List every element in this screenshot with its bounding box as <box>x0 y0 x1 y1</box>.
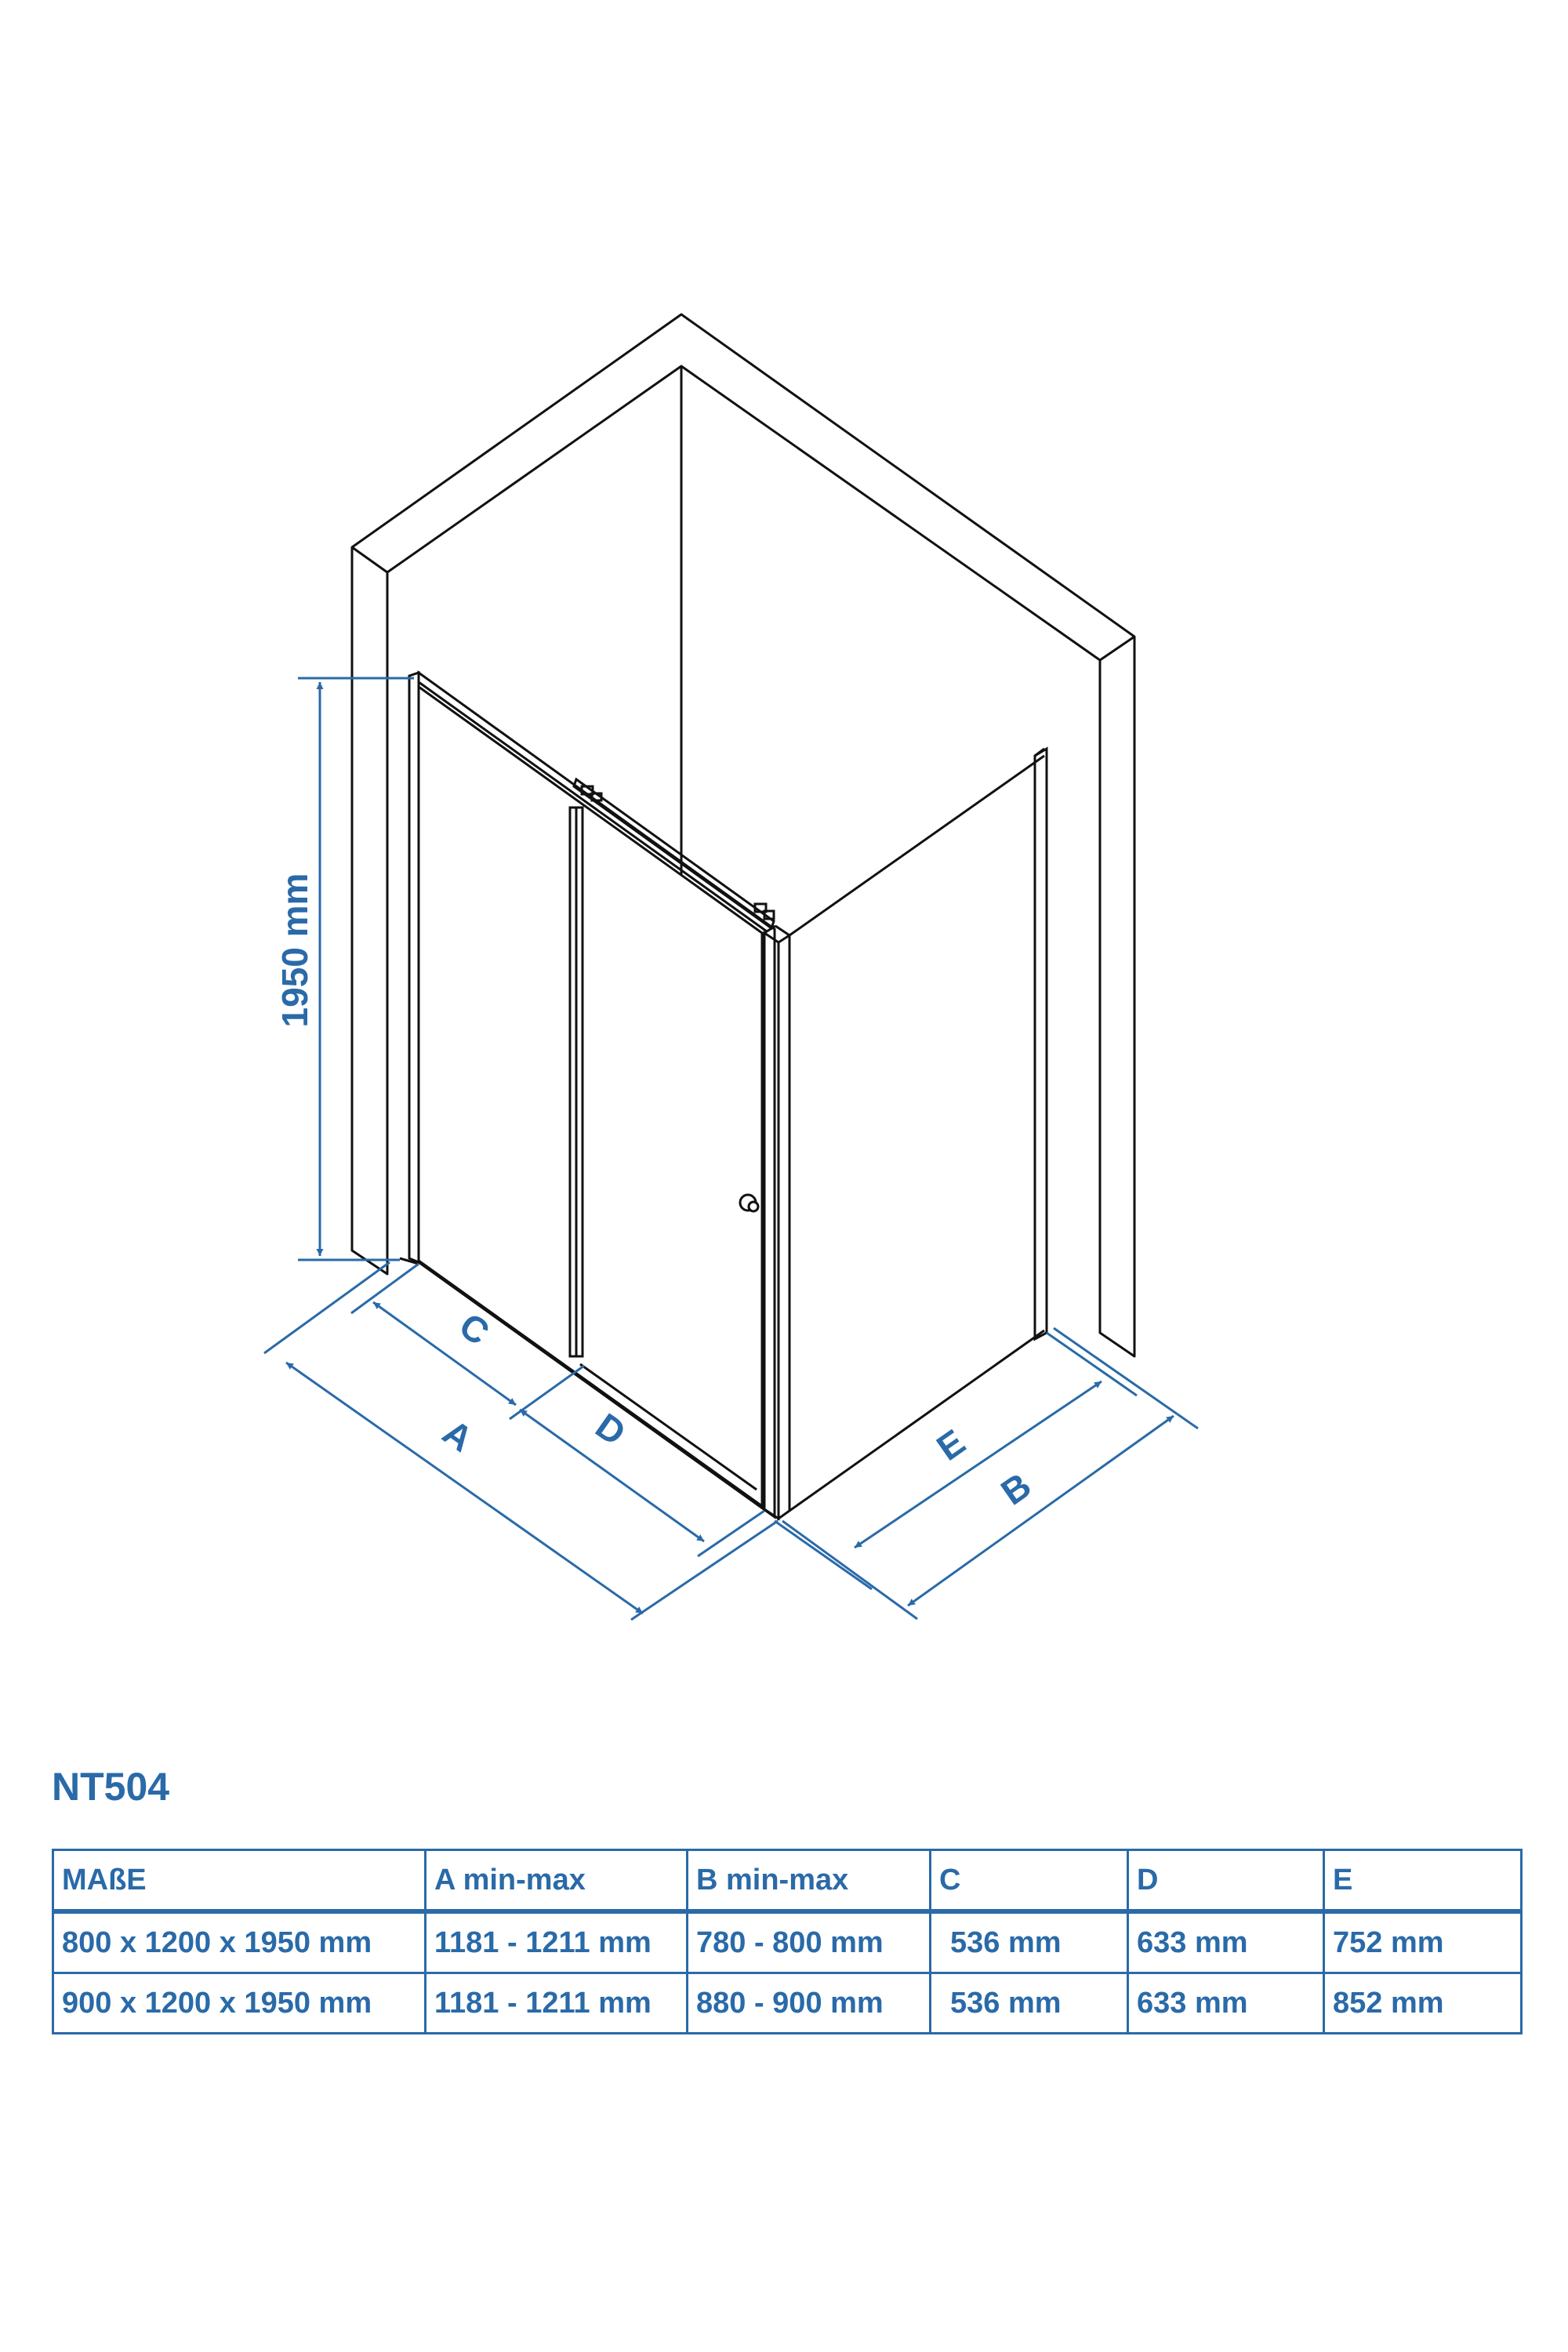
table-header-cell: D <box>1127 1849 1325 1914</box>
dimension-label-a: A <box>436 1411 481 1460</box>
table-header-cell: E <box>1323 1849 1523 1914</box>
side-panel <box>763 746 1048 1521</box>
shower-enclosure-diagram: 1950 mm C D A E B <box>263 313 1199 1621</box>
dimensions-table: MAßE A min-max B min-max C D E 800 x 120… <box>52 1849 1523 2034</box>
table-header-cell: MAßE <box>52 1849 426 1914</box>
table-cell: 536 mm <box>929 1972 1129 2034</box>
table-cell: 780 - 800 mm <box>686 1910 931 1974</box>
model-title: NT504 <box>52 1765 170 1809</box>
table-cell: 800 x 1200 x 1950 mm <box>52 1910 426 1974</box>
table-cell: 752 mm <box>1323 1910 1523 1974</box>
table-row: 900 x 1200 x 1950 mm 1181 - 1211 mm 880 … <box>52 1972 1523 2034</box>
dimension-label-e: E <box>929 1421 972 1468</box>
height-dimension-label: 1950 mm <box>274 873 315 1028</box>
table-cell: 900 x 1200 x 1950 mm <box>52 1972 426 2034</box>
table-cell: 536 mm <box>929 1910 1129 1974</box>
dimension-lines <box>263 677 1199 1621</box>
wall-corner <box>350 313 1136 1358</box>
door-handle <box>739 1193 760 1213</box>
table-cell: 633 mm <box>1127 1910 1325 1974</box>
table-cell: 852 mm <box>1323 1972 1523 2034</box>
table-cell: 880 - 900 mm <box>686 1972 931 2034</box>
table-header-cell: C <box>929 1849 1129 1914</box>
table-cell: 1181 - 1211 mm <box>424 1910 688 1974</box>
table-header-cell: A min-max <box>424 1849 688 1914</box>
table-header-cell: B min-max <box>686 1849 931 1914</box>
dimension-label-b: B <box>993 1465 1038 1513</box>
table-header-row: MAßE A min-max B min-max C D E <box>52 1849 1523 1914</box>
wall-profile-left <box>399 670 420 1265</box>
table-cell: 1181 - 1211 mm <box>424 1972 688 2034</box>
table-cell: 633 mm <box>1127 1972 1325 2034</box>
table-row: 800 x 1200 x 1950 mm 1181 - 1211 mm 780 … <box>52 1910 1523 1974</box>
